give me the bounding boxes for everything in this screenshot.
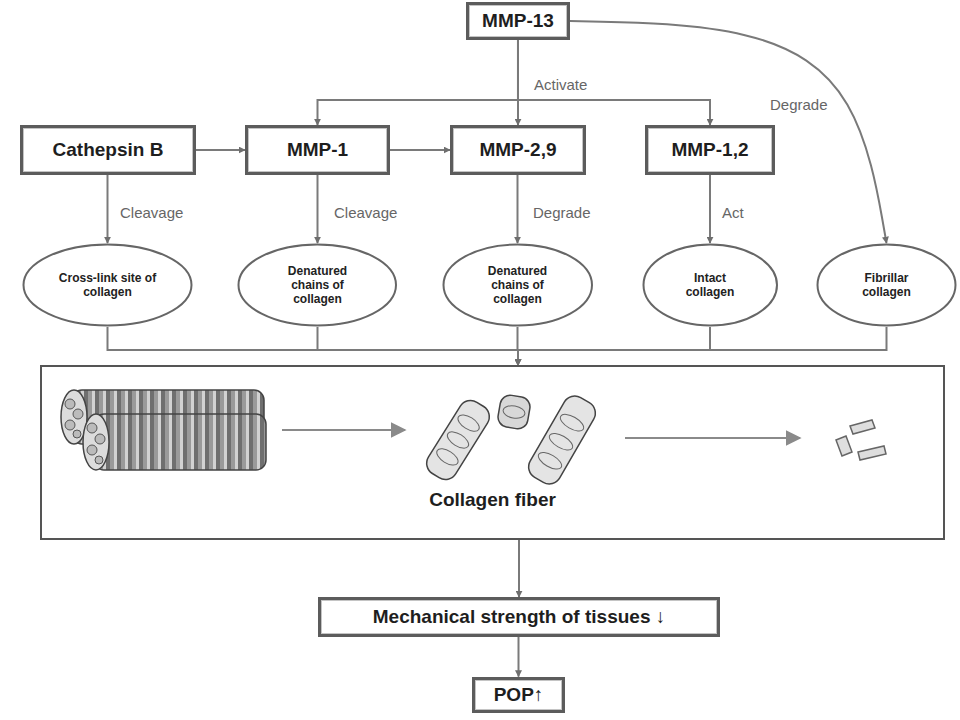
- node-text-group: MMP-1,2: [671, 139, 748, 162]
- node-text: Cross-link site of collagen: [55, 271, 161, 299]
- fiber-fragments: [836, 420, 886, 460]
- node-text: MMP-2,9: [479, 139, 556, 162]
- process-box: MMP-1,2: [645, 125, 775, 175]
- node-text-group: Cross-link site of collagen: [55, 271, 161, 299]
- node-text: Intact collagen: [669, 271, 752, 299]
- node-text: Denatured chains of collagen: [268, 264, 367, 306]
- ellipse-shape: [239, 245, 397, 326]
- connector-arrow: [318, 327, 519, 365]
- process-box: MMP-2,9: [450, 125, 586, 175]
- ellipse-shape: [818, 245, 956, 326]
- target-ellipse: Fibrillar collagen: [816, 243, 957, 327]
- edge-label: Cleavage: [118, 204, 185, 221]
- connector-arrow: [318, 40, 518, 125]
- node-text-group: MMP-13: [482, 10, 554, 33]
- fiber-pieces: [422, 392, 600, 489]
- node-text: MMP-1,2: [671, 139, 748, 162]
- process-box: MMP-13: [466, 2, 570, 40]
- node-text-group: Intact collagen: [669, 271, 752, 299]
- node-text: MMP-13: [482, 10, 554, 33]
- node-text: Collagen fiber: [429, 489, 556, 512]
- connector-arrow: [518, 327, 710, 365]
- ellipse-shape: [443, 245, 592, 326]
- node-text: Fibrillar collagen: [844, 271, 930, 299]
- node-text-group: POP↑: [494, 684, 544, 707]
- connector-arrow: [709, 175, 711, 243]
- node-text-group: Denatured chains of collagen: [268, 264, 367, 306]
- connector-arrow: [317, 175, 319, 243]
- connector-arrow: [570, 21, 887, 243]
- process-box: POP↑: [472, 677, 565, 714]
- node-text-group: MMP-1: [287, 139, 348, 162]
- edge-label: Activate: [532, 76, 589, 93]
- connector-arrow: [390, 149, 450, 151]
- process-box: Mechanical strength of tissues ↓: [318, 597, 720, 637]
- connector-arrow: [518, 327, 887, 365]
- node-text-group: Collagen fiber: [429, 489, 556, 512]
- target-ellipse: Cross-link site of collagen: [22, 243, 193, 327]
- target-ellipse: Denatured chains of collagen: [237, 243, 398, 327]
- node-text: Mechanical strength of tissues ↓: [373, 606, 665, 629]
- process-arrow: [625, 437, 800, 439]
- process-box: MMP-1: [245, 125, 390, 175]
- node-text-group: MMP-2,9: [479, 139, 556, 162]
- connector-arrow: [518, 637, 520, 677]
- process-box: Cathepsin B: [20, 125, 196, 175]
- target-ellipse: Intact collagen: [642, 243, 779, 327]
- collagen-fiber-panel: Collagen fiber: [40, 365, 945, 540]
- fiber-bundle: [61, 390, 266, 470]
- node-text-group: Denatured chains of collagen: [471, 264, 564, 306]
- process-arrow: [282, 429, 405, 431]
- ellipse-shape: [643, 245, 777, 326]
- node-text: Cathepsin B: [53, 139, 164, 162]
- connector-arrow: [518, 40, 710, 125]
- edge-label: Act: [720, 204, 746, 221]
- connector-arrow: [517, 175, 519, 243]
- node-text: Denatured chains of collagen: [471, 264, 564, 306]
- edge-label: Cleavage: [332, 204, 399, 221]
- edge-label: Degrade: [768, 96, 830, 113]
- node-text-group: Cathepsin B: [53, 139, 164, 162]
- connector-arrow: [108, 327, 519, 365]
- connector-arrow: [107, 175, 109, 243]
- ellipse-shape: [24, 245, 192, 326]
- node-text: POP↑: [494, 684, 544, 707]
- edge-label: Degrade: [531, 204, 593, 221]
- target-ellipse: Denatured chains of collagen: [442, 243, 594, 327]
- connector-arrow: [196, 149, 245, 151]
- node-text-group: Mechanical strength of tissues ↓: [373, 606, 665, 629]
- connector-arrow: [518, 540, 520, 597]
- node-text-group: Fibrillar collagen: [844, 271, 930, 299]
- node-text: MMP-1: [287, 139, 348, 162]
